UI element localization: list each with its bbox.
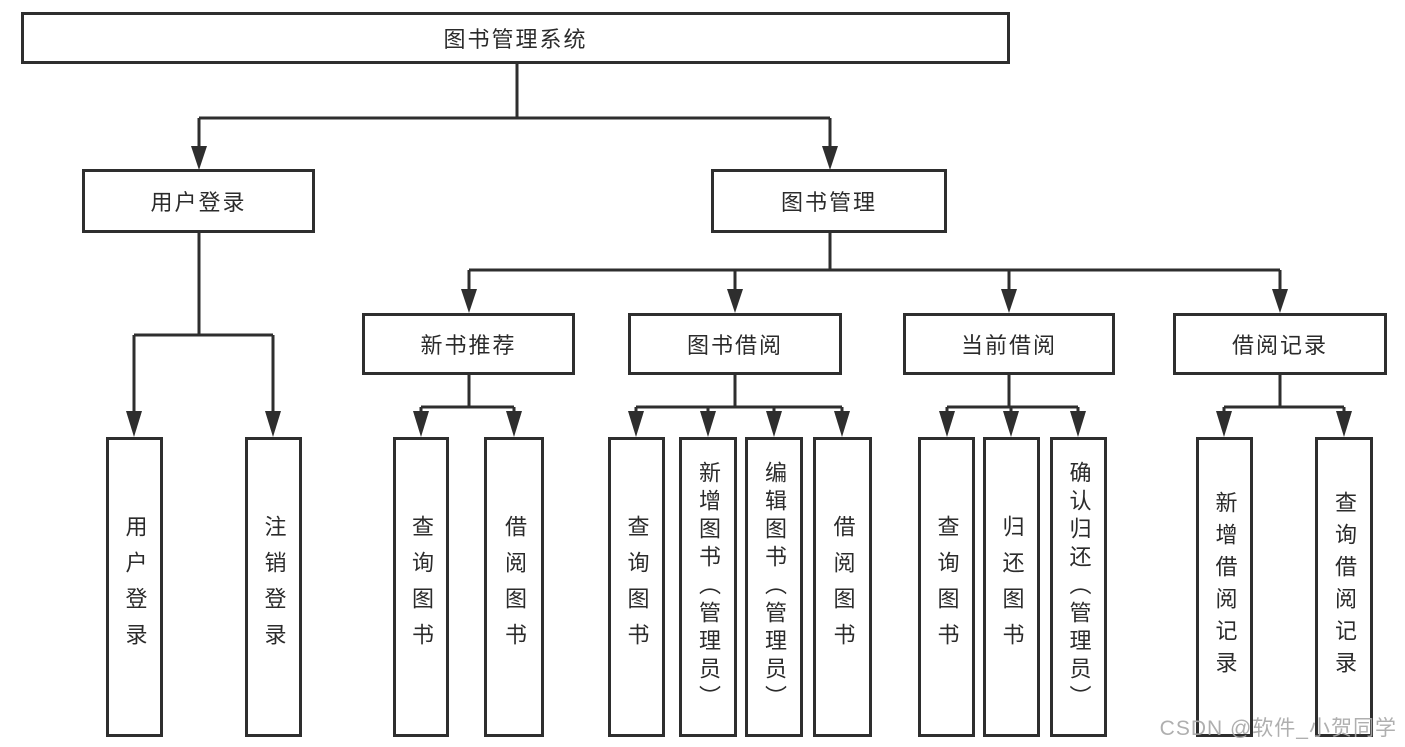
node-label: 图书管理系统 [443,27,588,52]
node-label: 用户登录 [150,190,247,215]
leaf-return-books: 归还图书 [983,437,1040,737]
node-label: 确认归还（管理员） [1066,461,1092,713]
arrowheads [126,146,1352,437]
csdn-watermark: CSDN @软件_小贺同学 [1159,717,1397,740]
node-label: 查询图书 [409,515,434,659]
leaf-logout: 注销登录 [245,437,302,737]
node-label: 图书管理 [780,190,877,215]
leaf-query-books-current: 查询图书 [918,437,975,737]
node-label: 注销登录 [261,515,287,659]
node-label: 图书借阅 [686,333,783,358]
node-user-login: 用户登录 [82,169,315,233]
leaf-borrow-books: 借阅图书 [813,437,872,737]
node-label: 借阅图书 [830,515,856,659]
node-book-borrow: 图书借阅 [628,313,842,375]
leaf-confirm-return-admin: 确认归还（管理员） [1050,437,1107,737]
node-label: 新增图书（管理员） [696,461,721,713]
node-new-book-recommend: 新书推荐 [362,313,575,375]
node-library-management-system: 图书管理系统 [21,12,1010,64]
leaf-query-books-recommend: 查询图书 [393,437,449,737]
leaf-query-books-borrow: 查询图书 [608,437,665,737]
node-label: 查询借阅记录 [1332,491,1357,683]
leaf-add-books-admin: 新增图书（管理员） [679,437,737,737]
node-label: 用户登录 [122,515,148,659]
node-label: 当前借阅 [960,333,1057,358]
node-label: 新增借阅记录 [1212,491,1238,683]
node-label: 查询图书 [934,515,960,659]
leaf-add-borrow-record: 新增借阅记录 [1196,437,1253,737]
node-label: 新书推荐 [420,333,517,358]
node-book-management: 图书管理 [711,169,947,233]
leaf-borrow-books-recommend: 借阅图书 [484,437,544,737]
node-label: 借阅记录 [1231,333,1328,358]
node-current-borrow: 当前借阅 [903,313,1115,375]
node-label: 借阅图书 [502,515,527,659]
node-label: 查询图书 [624,515,650,659]
node-label: 归还图书 [999,515,1025,659]
node-borrow-records: 借阅记录 [1173,313,1387,375]
leaf-query-borrow-record: 查询借阅记录 [1315,437,1373,737]
leaf-edit-books-admin: 编辑图书（管理员） [745,437,803,737]
leaf-user-login: 用户登录 [106,437,163,737]
node-label: 编辑图书（管理员） [762,461,787,713]
